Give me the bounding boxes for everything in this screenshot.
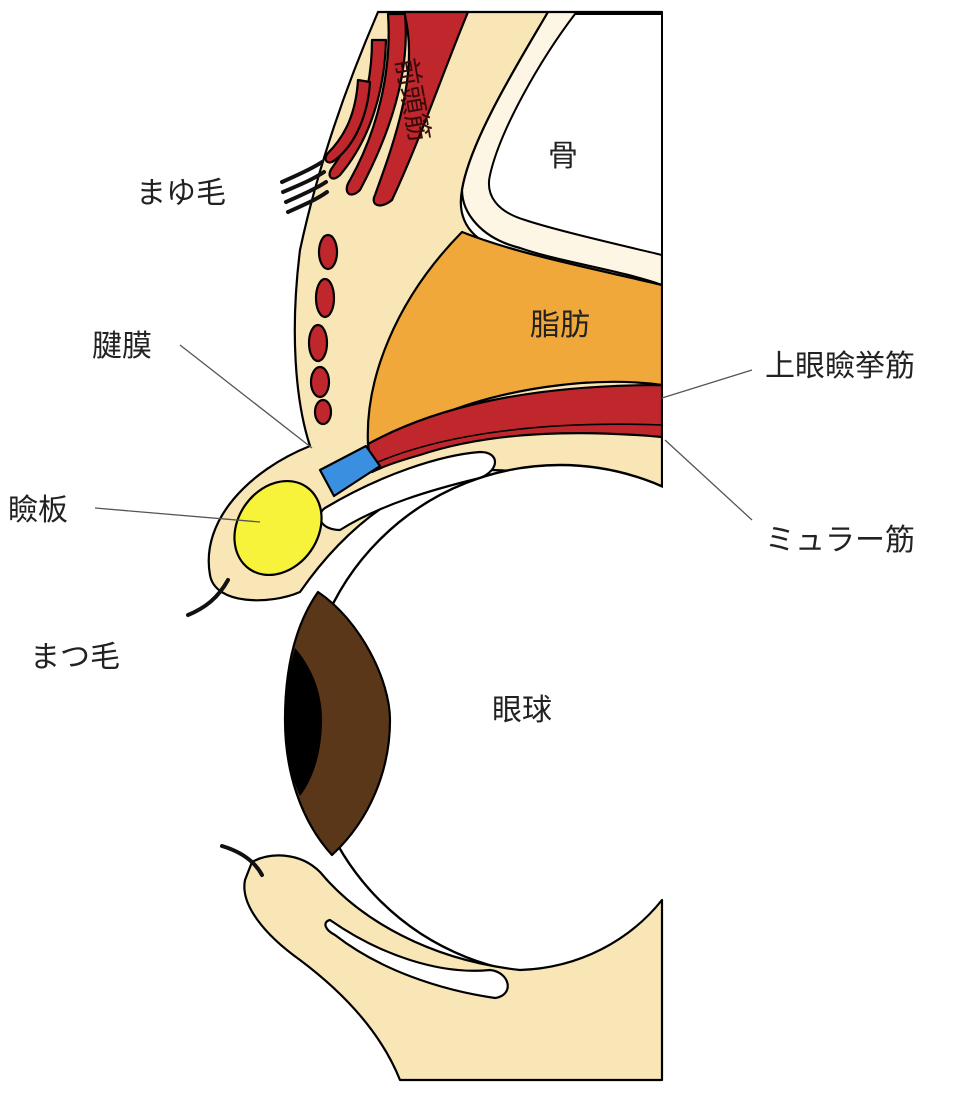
tarsus-label: 瞼板 <box>8 493 68 528</box>
eyelash-label: まつ毛 <box>30 640 120 675</box>
upper-eyelash <box>186 578 230 617</box>
right-crop-mask <box>663 0 961 1098</box>
eyebrow-label: まゆ毛 <box>136 176 226 211</box>
aponeurosis <box>318 444 382 498</box>
iris <box>283 590 392 857</box>
lower-fornix <box>324 918 509 1000</box>
eyebrow-hairs <box>280 160 329 214</box>
fat-label: 脂肪 <box>530 308 590 343</box>
leader-tarsus <box>94 507 261 523</box>
leader-aponeurosis <box>179 344 313 449</box>
fat-pad <box>366 230 664 446</box>
orbicularis-muscle-sections <box>307 233 339 426</box>
bone-interior <box>487 13 663 257</box>
tarsal-plate <box>233 479 323 577</box>
frontalis-muscle <box>324 10 470 207</box>
leader-levator <box>661 369 753 399</box>
muller-muscle <box>377 423 663 463</box>
eyeball-label: 眼球 <box>492 693 552 728</box>
leader-muller <box>664 439 753 521</box>
aponeurosis-label: 腱膜 <box>92 329 152 364</box>
lower-lid-soft-tissue <box>243 854 664 1082</box>
pupil <box>285 648 322 796</box>
levator-muscle <box>366 383 664 474</box>
muller-label: ミュラー筋 <box>765 523 915 558</box>
lower-eyelash <box>220 844 264 877</box>
levator-label: 上眼瞼挙筋 <box>765 349 915 384</box>
bone-label: 骨 <box>548 139 578 174</box>
